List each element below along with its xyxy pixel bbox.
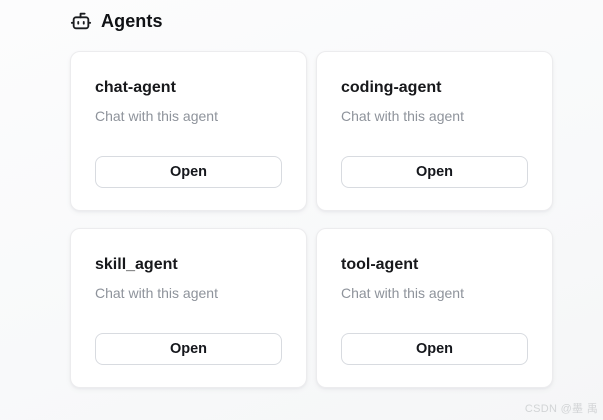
bot-icon	[70, 10, 92, 32]
agent-card-skill-agent: skill_agent Chat with this agent Open	[70, 228, 307, 388]
agent-card-title: tool-agent	[341, 256, 419, 273]
agent-card-coding-agent: coding-agent Chat with this agent Open	[316, 51, 553, 211]
agent-card-title: chat-agent	[95, 79, 176, 96]
agent-card-description: Chat with this agent	[341, 108, 464, 125]
agent-card-chat-agent: chat-agent Chat with this agent Open	[70, 51, 307, 211]
open-button[interactable]: Open	[341, 333, 528, 365]
agents-header: Agents	[70, 9, 553, 33]
open-button[interactable]: Open	[341, 156, 528, 188]
agent-card-description: Chat with this agent	[95, 108, 218, 125]
agent-card-tool-agent: tool-agent Chat with this agent Open	[316, 228, 553, 388]
page-title: Agents	[101, 10, 163, 31]
agent-card-title: skill_agent	[95, 256, 178, 273]
agent-card-description: Chat with this agent	[341, 285, 464, 302]
agents-grid: chat-agent Chat with this agent Open cod…	[70, 51, 553, 388]
agent-card-title: coding-agent	[341, 79, 442, 96]
open-button[interactable]: Open	[95, 156, 282, 188]
watermark: CSDN @墨 禹	[524, 403, 598, 415]
open-button[interactable]: Open	[95, 333, 282, 365]
agent-card-description: Chat with this agent	[95, 285, 218, 302]
agents-panel: Agents chat-agent Chat with this agent O…	[70, 9, 553, 388]
